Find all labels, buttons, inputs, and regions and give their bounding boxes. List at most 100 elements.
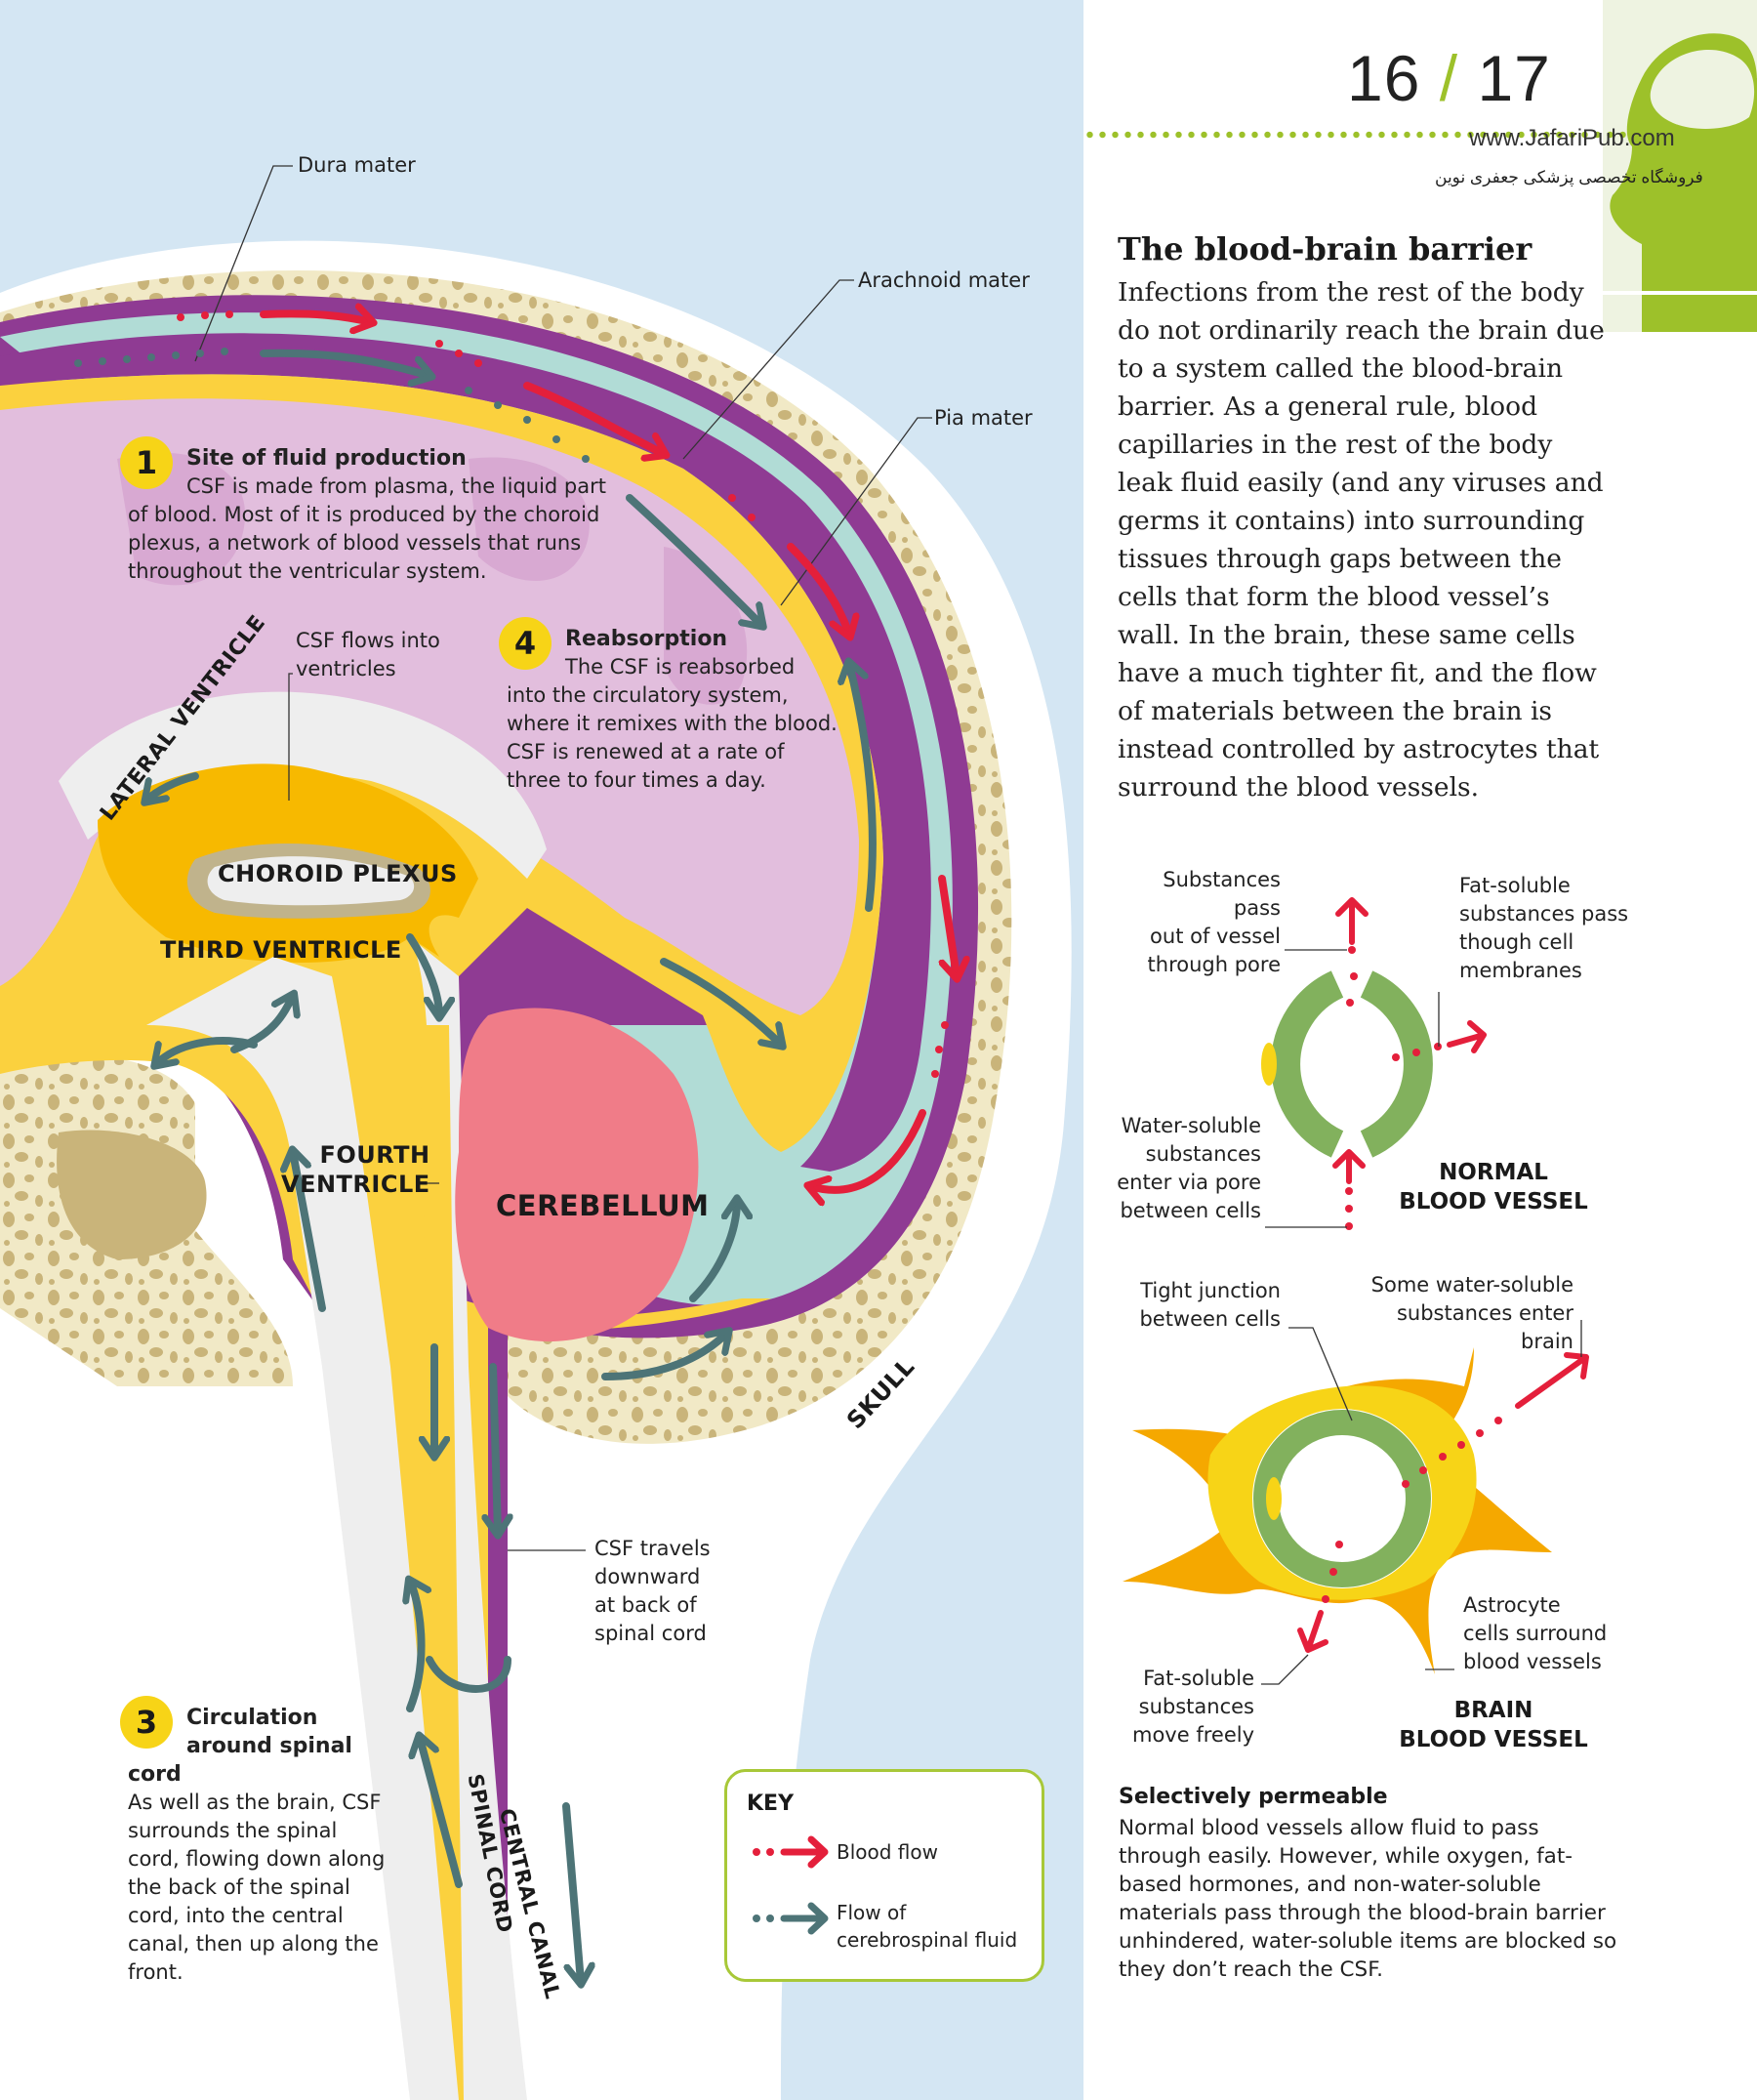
callout-fluid-production: 1 Site of fluid production CSF is made f… bbox=[120, 436, 606, 586]
callout-spinal-circulation: 3 Circulation around spinal cord As well… bbox=[120, 1696, 391, 1987]
vessel-wall-right bbox=[1360, 970, 1433, 1158]
label-line: Substances pass bbox=[1163, 868, 1281, 920]
label-tight-junction: Tight junction between cells bbox=[1132, 1277, 1281, 1334]
arrow-fat-move-icon bbox=[1297, 1610, 1328, 1653]
watermark-url: www.JafariPub.com bbox=[1469, 125, 1675, 151]
callout-body: As well as the brain, CSF surrounds the … bbox=[128, 1791, 386, 1984]
label-line: VENTRICLE bbox=[281, 1171, 430, 1198]
cell-nucleus bbox=[1266, 1477, 1282, 1520]
label-line: Fat-soluble bbox=[1459, 874, 1571, 897]
ventricle-system bbox=[98, 763, 478, 963]
label-line: though cell bbox=[1459, 930, 1574, 954]
label-line: Flow of bbox=[837, 1901, 907, 1924]
label-line: enter via pore bbox=[1117, 1171, 1261, 1194]
callout-body: The CSF is reabsorbed into the circulato… bbox=[507, 655, 838, 792]
callout-reabsorption: 4 Reabsorption The CSF is reabsorbed int… bbox=[499, 617, 838, 795]
label-line: Fat-soluble bbox=[1143, 1667, 1254, 1690]
brainstem-spinal-cord bbox=[146, 937, 527, 2100]
label-line: substances bbox=[1145, 1142, 1261, 1166]
label-csf-flows-into-ventricles: CSF flows into ventricles bbox=[296, 627, 440, 683]
label-astrocyte-cells: Astrocyte cells surround blood vessels bbox=[1463, 1591, 1607, 1676]
label-line: ventricles bbox=[296, 657, 396, 680]
label-line: at back of bbox=[594, 1593, 697, 1617]
label-line: Some water-soluble bbox=[1370, 1273, 1573, 1297]
leader-lines bbox=[194, 165, 932, 1551]
normal-blood-vessel-diagram bbox=[1261, 897, 1487, 1230]
label-water-soluble-enter: Water-soluble substances enter via pore … bbox=[1103, 1112, 1261, 1225]
label-fourth-ventricle: FOURTH VENTRICLE bbox=[281, 1140, 430, 1199]
arrow-enter-brain-icon bbox=[1515, 1352, 1589, 1409]
csf-flow-arrows bbox=[74, 348, 877, 1982]
cerebellum-shape bbox=[455, 1008, 699, 1342]
label-line: out of vessel bbox=[1150, 925, 1281, 948]
step-number-badge: 1 bbox=[120, 436, 173, 489]
page-number-right: 17 bbox=[1477, 42, 1551, 114]
label-line: Tight junction bbox=[1140, 1279, 1281, 1302]
label-line: FOURTH bbox=[319, 1141, 430, 1169]
vessel-wall-left bbox=[1271, 970, 1344, 1158]
blood-flow-arrows bbox=[177, 310, 957, 1190]
label-choroid-plexus: CHOROID PLEXUS bbox=[218, 860, 458, 887]
step-number-badge: 4 bbox=[499, 617, 552, 670]
label-fat-soluble-free: Fat-soluble substances move freely bbox=[1123, 1665, 1254, 1750]
selectively-permeable-body: Normal blood vessels allow fluid to pass… bbox=[1119, 1816, 1617, 1982]
page-number: 16 / 17 bbox=[1347, 41, 1551, 115]
label-line: cells surround bbox=[1463, 1622, 1608, 1645]
title-line: BLOOD VESSEL bbox=[1399, 1727, 1588, 1752]
label-line: substances bbox=[1138, 1695, 1254, 1718]
label-pia-mater: Pia mater bbox=[934, 406, 1033, 430]
label-line: cerebrospinal fluid bbox=[837, 1928, 1018, 1952]
brain-blood-vessel-diagram bbox=[1123, 1320, 1589, 1685]
arrow-in-icon bbox=[1332, 1149, 1366, 1184]
label-line: downward bbox=[594, 1565, 701, 1588]
label-line: substances enter brain bbox=[1396, 1301, 1573, 1353]
label-line: spinal cord bbox=[594, 1622, 707, 1645]
label-pore-out: Substances pass out of vessel through po… bbox=[1123, 866, 1281, 979]
label-line: CSF travels bbox=[594, 1537, 711, 1560]
brain-head-icon bbox=[1603, 0, 1757, 333]
arrow-fat-soluble-icon bbox=[1447, 1020, 1487, 1053]
section-title: The blood-brain barrier bbox=[1118, 230, 1532, 268]
skull-bone bbox=[0, 270, 1012, 1444]
legend-key: KEY Blood flow Flow of cerebrospinal flu… bbox=[724, 1769, 1044, 1982]
label-line: CSF flows into bbox=[296, 629, 440, 652]
slate-arrow-icon bbox=[753, 1902, 829, 1935]
label-line: between cells bbox=[1139, 1307, 1281, 1331]
page-number-left: 16 bbox=[1347, 42, 1421, 114]
cerebrum bbox=[0, 398, 859, 1015]
callout-title: Site of fluid production bbox=[186, 446, 467, 471]
dotted-divider bbox=[1083, 131, 1630, 139]
page-number-separator: / bbox=[1439, 42, 1459, 114]
label-line: Water-soluble bbox=[1121, 1114, 1261, 1137]
label-arachnoid-mater: Arachnoid mater bbox=[858, 268, 1030, 292]
label-some-water-soluble: Some water-soluble substances enter brai… bbox=[1347, 1271, 1573, 1356]
label-csf-travels-downward: CSF travels downward at back of spinal c… bbox=[594, 1535, 711, 1648]
legend-label: Blood flow bbox=[837, 1840, 938, 1864]
section-body: Infections from the rest of the body do … bbox=[1118, 277, 1605, 803]
label-line: substances pass bbox=[1459, 902, 1629, 926]
legend-label: Flow of cerebrospinal fluid bbox=[837, 1899, 1017, 1954]
corpus-callosum bbox=[59, 691, 547, 879]
callout-title: Reabsorption bbox=[565, 627, 728, 651]
label-line: blood vessels bbox=[1463, 1650, 1602, 1673]
red-arrow-icon bbox=[753, 1835, 829, 1869]
callout-body: CSF is made from plasma, the liquid part… bbox=[128, 474, 606, 583]
selectively-permeable-title: Selectively permeable bbox=[1119, 1785, 1388, 1809]
legend-title: KEY bbox=[747, 1791, 795, 1816]
label-line: between cells bbox=[1120, 1199, 1261, 1222]
label-line: move freely bbox=[1132, 1723, 1254, 1747]
csf-circulation-illustration bbox=[0, 165, 1072, 2100]
brain-vessel-title: BRAIN BLOOD VESSEL bbox=[1386, 1696, 1601, 1754]
cell-nucleus bbox=[1261, 1043, 1277, 1086]
step-number-badge: 3 bbox=[120, 1696, 173, 1749]
label-line: through pore bbox=[1147, 953, 1281, 976]
callout-title: Circulation around spinal cord bbox=[128, 1706, 352, 1787]
title-line: NORMAL bbox=[1439, 1160, 1548, 1185]
label-third-ventricle: THIRD VENTRICLE bbox=[160, 936, 402, 964]
normal-vessel-title: NORMAL BLOOD VESSEL bbox=[1386, 1158, 1601, 1216]
label-line: Astrocyte bbox=[1463, 1593, 1561, 1617]
label-fat-soluble-pass: Fat-soluble substances pass though cell … bbox=[1459, 872, 1628, 985]
title-line: BLOOD VESSEL bbox=[1399, 1189, 1588, 1215]
label-dura-mater: Dura mater bbox=[298, 153, 416, 177]
label-line: membranes bbox=[1459, 959, 1582, 982]
